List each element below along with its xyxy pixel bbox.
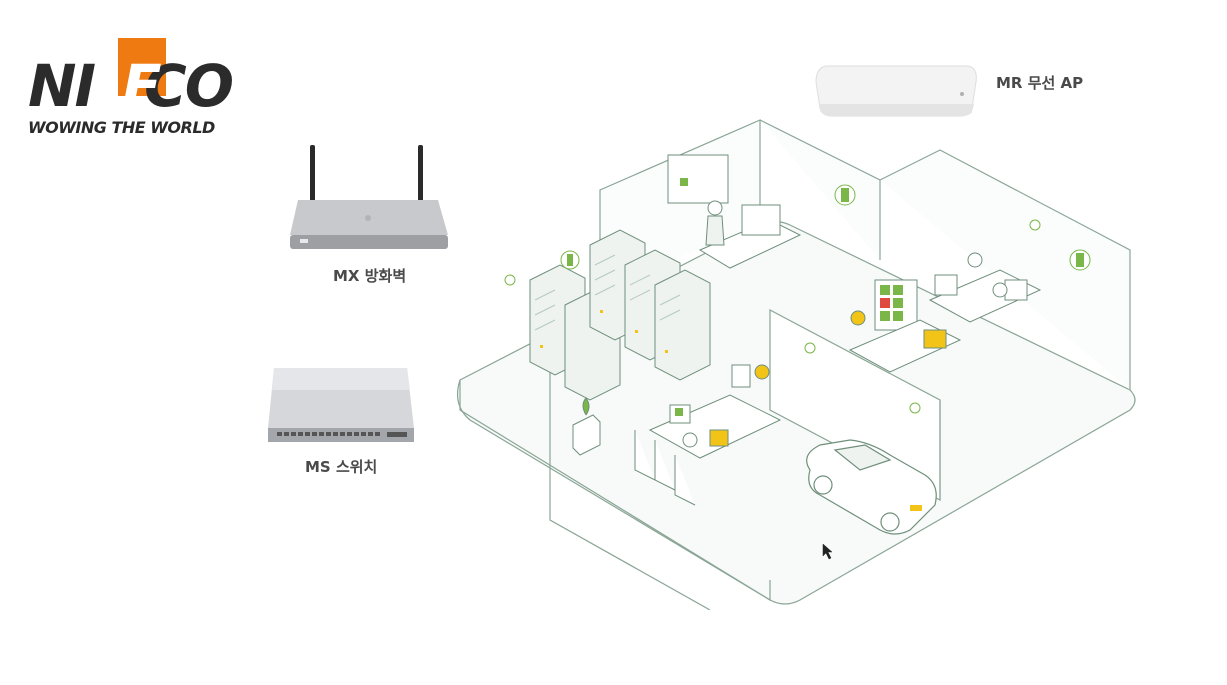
top-office-workstation: [667, 154, 802, 269]
logo-tagline: WOWING THE WORLD: [28, 118, 215, 137]
mr-access-point-label: MR 무선 AP: [996, 74, 1084, 92]
logo-brand-f: F: [122, 52, 162, 120]
logo-brand-left: NI: [28, 52, 96, 120]
car: [806, 439, 937, 535]
ms-switch-label: MS 스위치: [305, 458, 378, 476]
mouse-cursor-icon: [822, 543, 833, 560]
office-network-illustration: [457, 119, 1136, 610]
logo-orange-block: [118, 38, 166, 96]
bottom-office-workstation: [634, 364, 782, 506]
mr-access-point-image: [815, 65, 977, 117]
mx-firewall-image: [290, 145, 448, 249]
right-office-workstation: [848, 252, 1042, 373]
server-racks: [529, 229, 711, 401]
mx-firewall-label: MX 방화벽: [333, 267, 407, 285]
logo-brand-right: CO: [144, 52, 234, 120]
wall-access-points: [504, 184, 1091, 414]
plant: [572, 397, 601, 456]
ms-switch-image: [268, 368, 414, 442]
